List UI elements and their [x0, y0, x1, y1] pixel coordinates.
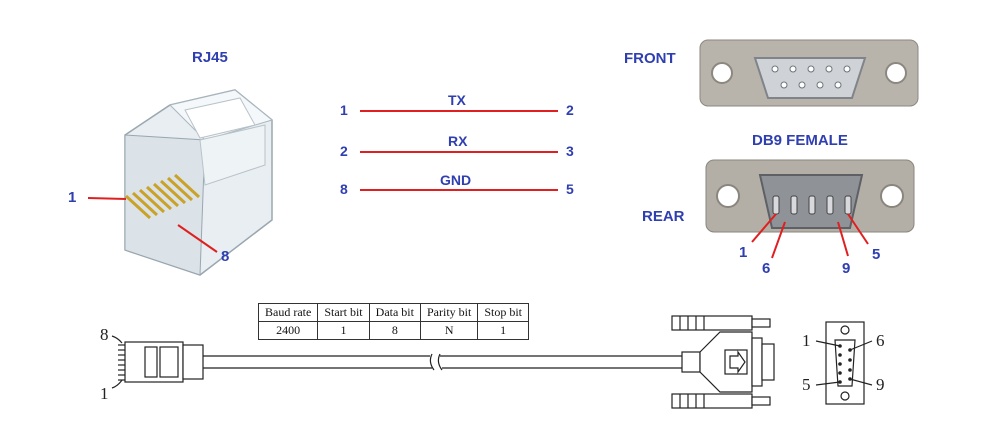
db9-rear-label: REAR [642, 208, 685, 225]
cable-db9-pin-6: 6 [876, 331, 885, 350]
wire-rx-signal: RX [448, 133, 468, 149]
db9-rear-pin-1: 1 [739, 244, 748, 261]
header-start-bit: Start bit [317, 303, 370, 322]
wire-gnd-left-pin: 8 [340, 181, 348, 197]
header-data-bit: Data bit [368, 303, 421, 322]
wire-rx-left-pin: 2 [340, 143, 348, 159]
rj45-pin1-pointer [87, 197, 127, 200]
db9-front-label: FRONT [624, 50, 676, 67]
value-parity-bit: N [419, 321, 479, 340]
table-row: 2400 1 8 N 1 [257, 321, 530, 340]
wire-gnd-signal: GND [440, 172, 472, 188]
header-baud-rate: Baud rate [257, 303, 319, 322]
value-start-bit: 1 [317, 321, 370, 340]
value-data-bit: 8 [368, 321, 421, 340]
cable-drawing [111, 315, 873, 409]
cable-rj45-pin-bottom: 1 [100, 384, 109, 403]
serial-settings-table: Baud rate Start bit Data bit Parity bit … [257, 303, 530, 340]
db9-front-image [699, 39, 919, 107]
wire-tx-left-pin: 1 [340, 102, 348, 118]
value-stop-bit: 1 [477, 321, 530, 340]
db9-rear-pin-9: 9 [842, 260, 851, 277]
header-stop-bit: Stop bit [477, 303, 530, 322]
table-header-row: Baud rate Start bit Data bit Parity bit … [257, 303, 530, 322]
header-parity-bit: Parity bit [419, 303, 479, 322]
db9-title: DB9 FEMALE [752, 132, 848, 149]
wire-gnd-right-pin: 5 [566, 181, 574, 197]
cable-db9-pin-9: 9 [876, 375, 885, 394]
db9-pin9-pointer [837, 221, 849, 257]
db9-rear-pin-5: 5 [872, 246, 881, 263]
rj45-gold-pins [124, 173, 201, 220]
wire-tx-signal: TX [448, 92, 466, 108]
wire-tx-right-pin: 2 [566, 102, 574, 118]
wire-rx-right-pin: 3 [566, 143, 574, 159]
cable-rj45-pin-top: 8 [100, 325, 109, 344]
db9-pin5-pointer [847, 213, 869, 245]
cable-db9-pin-5: 5 [802, 375, 811, 394]
db9-pin6-pointer [771, 221, 786, 259]
rj45-pin1-label: 1 [68, 189, 77, 206]
db9-pin1-pointer [751, 213, 777, 243]
rj45-pin8-label: 8 [221, 248, 230, 265]
rj45-pin8-pointer [177, 224, 218, 253]
rj45-title: RJ45 [192, 49, 228, 66]
value-baud-rate: 2400 [257, 321, 319, 340]
wiring-lines [360, 110, 558, 191]
cable-db9-pin-1: 1 [802, 331, 811, 350]
db9-rear-pin-6: 6 [762, 260, 771, 277]
rj45-connector-image [87, 89, 274, 276]
db9-rear-image [705, 159, 915, 259]
